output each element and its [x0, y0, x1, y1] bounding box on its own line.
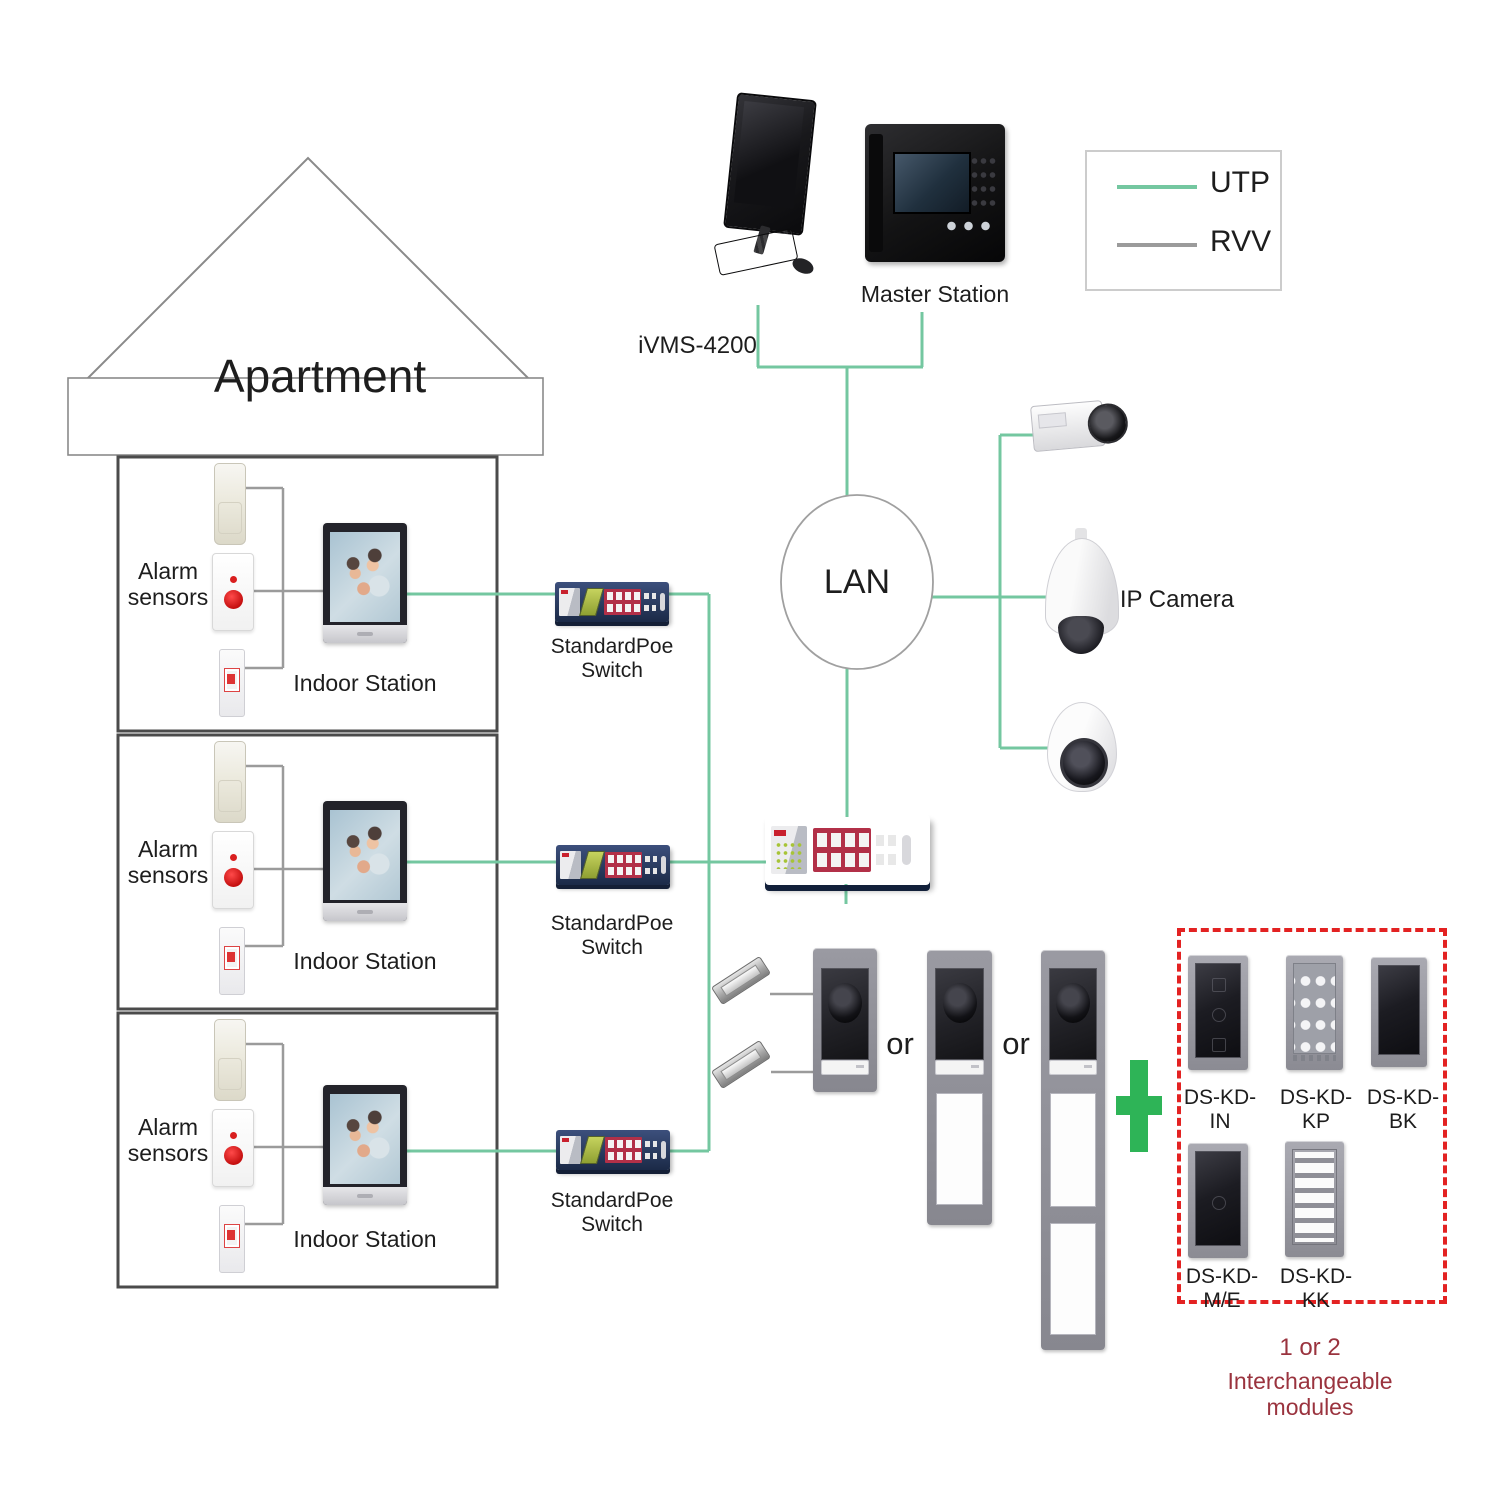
- legend-utp-label: UTP: [1210, 166, 1270, 199]
- module-label-ds-kd-bk: DS-KD-BK: [1366, 1086, 1440, 1134]
- module-label-ds-kd-in: DS-KD-IN: [1183, 1086, 1257, 1134]
- poe-switch-device-1: [555, 582, 669, 622]
- master-station-handset: [869, 134, 883, 252]
- rvv-wires: [240, 486, 813, 1226]
- door-station-two-module: [927, 950, 992, 1225]
- ivms-computer-monitor-icon: [723, 92, 817, 236]
- module-label-ds-kd-kk: DS-KD-KK: [1279, 1265, 1353, 1313]
- poe-switch-label-2: StandardPoe Switch: [550, 912, 674, 960]
- poe-switch-label-3: StandardPoe Switch: [550, 1189, 674, 1237]
- emergency-button-icon-3: [212, 1109, 254, 1187]
- house-fascia: [67, 377, 544, 456]
- house-roof-outline: [84, 156, 532, 382]
- master-station-keypad: [970, 154, 996, 210]
- module-ds-kd-kp: [1286, 955, 1343, 1070]
- indoor-station-label-2: Indoor Station: [293, 948, 437, 974]
- or-label-1: or: [886, 1026, 914, 1061]
- magnetic-lock-icon-2: [710, 1036, 772, 1092]
- central-poe-switch-device: [765, 815, 930, 885]
- indoor-station-device-2: [323, 801, 407, 921]
- modules-dashed-box: [1177, 928, 1447, 1304]
- legend-rvv-line: [1117, 243, 1197, 247]
- poe-switch-label-1: StandardPoe Switch: [550, 635, 674, 683]
- ip-camera-label: IP Camera: [1119, 586, 1235, 613]
- plus-icon-bar: [1116, 1096, 1162, 1115]
- pull-station-icon-2: [219, 927, 245, 995]
- apartment-title: Apartment: [213, 350, 427, 402]
- poe-switch-device-2: [556, 845, 670, 885]
- emergency-button-icon-1: [212, 553, 254, 631]
- legend-box: UTP RVV: [1085, 150, 1282, 291]
- alarm-sensors-label-2: Alarm sensors: [127, 836, 209, 889]
- pir-sensor-icon-2: [214, 741, 246, 823]
- module-ds-kd-me: [1188, 1143, 1248, 1258]
- indoor-station-label-1: Indoor Station: [293, 670, 437, 696]
- modules-caption-line1: 1 or 2: [1279, 1334, 1341, 1361]
- door-station-single-module: [813, 948, 877, 1092]
- ivms-label: iVMS-4200: [638, 332, 757, 359]
- legend-utp-line: [1117, 185, 1197, 189]
- alarm-sensors-label-1: Alarm sensors: [127, 558, 209, 611]
- pir-sensor-icon-1: [214, 463, 246, 545]
- indoor-station-label-3: Indoor Station: [293, 1226, 437, 1252]
- indoor-station-device-3: [323, 1085, 407, 1205]
- pir-sensor-icon-3: [214, 1019, 246, 1101]
- module-ds-kd-kk: [1285, 1141, 1344, 1257]
- dome-camera-icon: [1043, 702, 1119, 794]
- module-label-ds-kd-kp: DS-KD-KP: [1279, 1086, 1353, 1134]
- pull-station-icon-1: [219, 649, 245, 717]
- master-station-buttons: [943, 220, 995, 232]
- floor-2-box: [116, 733, 499, 1011]
- module-ds-kd-bk: [1371, 957, 1427, 1067]
- modules-caption-line2: Interchangeable modules: [1227, 1368, 1393, 1421]
- door-station-three-module: [1041, 950, 1105, 1350]
- box-camera-icon: [1030, 394, 1131, 460]
- pull-station-icon-3: [219, 1205, 245, 1273]
- module-label-ds-kd-me: DS-KD-M/E: [1185, 1265, 1259, 1313]
- indoor-station-device-1: [323, 523, 407, 643]
- magnetic-lock-icon-1: [710, 952, 772, 1008]
- lan-circle: [780, 494, 934, 670]
- poe-switch-device-3: [556, 1130, 670, 1170]
- or-label-2: or: [1002, 1026, 1030, 1061]
- emergency-button-icon-2: [212, 831, 254, 909]
- master-station-label: Master Station: [860, 281, 1010, 307]
- ptz-camera-icon: [1040, 528, 1122, 654]
- master-station-device: [865, 124, 1005, 262]
- alarm-sensors-label-3: Alarm sensors: [127, 1114, 209, 1167]
- module-ds-kd-in: [1188, 955, 1248, 1070]
- legend-rvv-label: RVV: [1210, 225, 1272, 258]
- master-station-screen: [893, 152, 971, 214]
- lan-label: LAN: [823, 563, 891, 601]
